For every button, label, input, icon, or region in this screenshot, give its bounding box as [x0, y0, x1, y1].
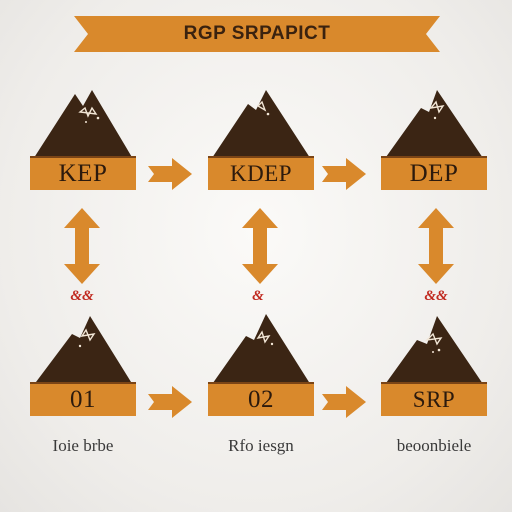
arrow-right-icon	[148, 158, 192, 190]
mountain-icon	[208, 90, 314, 164]
arrow-right-icon	[322, 386, 366, 418]
banner-ribbon-shape	[74, 16, 440, 52]
node-caption: beoonbiele	[396, 436, 472, 455]
connector-tag: &&	[424, 288, 448, 304]
node-caption: Rfo iesgn	[228, 436, 294, 455]
mountain-icon	[30, 316, 136, 390]
node-top-1: KEP	[30, 88, 136, 204]
node-label: KDEP	[208, 156, 314, 190]
node-bottom-2: 02	[208, 314, 314, 430]
connector-tag: &	[252, 288, 264, 304]
arrow-updown-icon	[242, 208, 278, 284]
node-label: KEP	[30, 156, 136, 190]
node-label: 02	[208, 382, 314, 416]
node-top-3: DEP	[381, 88, 487, 204]
node-bottom-1: 01	[30, 314, 136, 430]
node-label: 01	[30, 382, 136, 416]
connector-tag: &&	[70, 288, 94, 304]
mountain-icon	[381, 90, 487, 164]
mountain-icon	[381, 316, 487, 390]
arrow-right-icon	[148, 386, 192, 418]
node-bottom-3: SRP	[381, 314, 487, 430]
node-top-2: KDEP	[208, 88, 314, 204]
diagram-title: RGP SRPAPICT	[183, 23, 331, 44]
node-caption: Ioie brbe	[52, 436, 114, 455]
arrow-updown-icon	[418, 208, 454, 284]
mountain-icon	[208, 314, 314, 390]
title-banner: RGP SRPAPICT	[74, 14, 440, 54]
arrow-right-icon	[322, 158, 366, 190]
arrow-updown-icon	[64, 208, 100, 284]
node-label: SRP	[381, 382, 487, 416]
mountain-icon	[30, 90, 136, 164]
node-label: DEP	[381, 156, 487, 190]
